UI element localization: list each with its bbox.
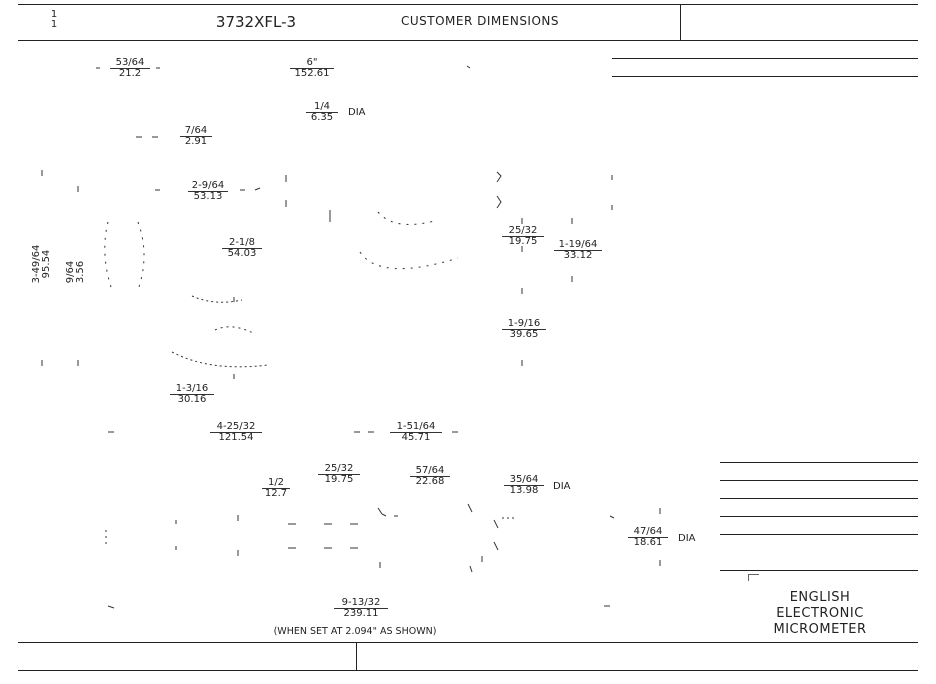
footer-divider	[356, 642, 357, 670]
block-line-2	[720, 480, 918, 481]
footer-bottom-border	[18, 670, 918, 671]
setting-note: (WHEN SET AT 2.094" AS SHOWN)	[273, 626, 437, 637]
block-line-6	[720, 570, 918, 571]
block-mark	[748, 574, 759, 581]
block-line-5	[720, 534, 918, 535]
drawing-description: CUSTOMER DIMENSIONS	[400, 14, 560, 28]
brand-line-2: ELECTRONIC	[776, 606, 864, 621]
brand-line-1: ENGLISH	[789, 590, 851, 605]
dim-3-49-64: 3-49/64 95.54	[31, 244, 52, 284]
brand-line-3: MICROMETER	[773, 622, 867, 637]
dia-label-3: DIA	[678, 533, 696, 544]
dia-label-1: DIA	[348, 107, 366, 118]
dim-9-64: 9/64 3.56	[65, 260, 86, 284]
rev-line-2	[612, 76, 918, 77]
sheet-number: 1 1	[50, 9, 58, 30]
dia-label-2: DIA	[553, 481, 571, 492]
block-line-3	[720, 498, 918, 499]
footer-top-border	[18, 642, 918, 643]
block-line-4	[720, 516, 918, 517]
header-bottom-border	[18, 40, 918, 41]
dim-6-inch: 6"152.61	[290, 58, 334, 79]
top-border	[18, 4, 918, 5]
header-divider	[680, 4, 681, 40]
rev-line-1	[612, 58, 918, 59]
part-number: 3732XFL-3	[215, 13, 297, 31]
block-line-1	[720, 462, 918, 463]
